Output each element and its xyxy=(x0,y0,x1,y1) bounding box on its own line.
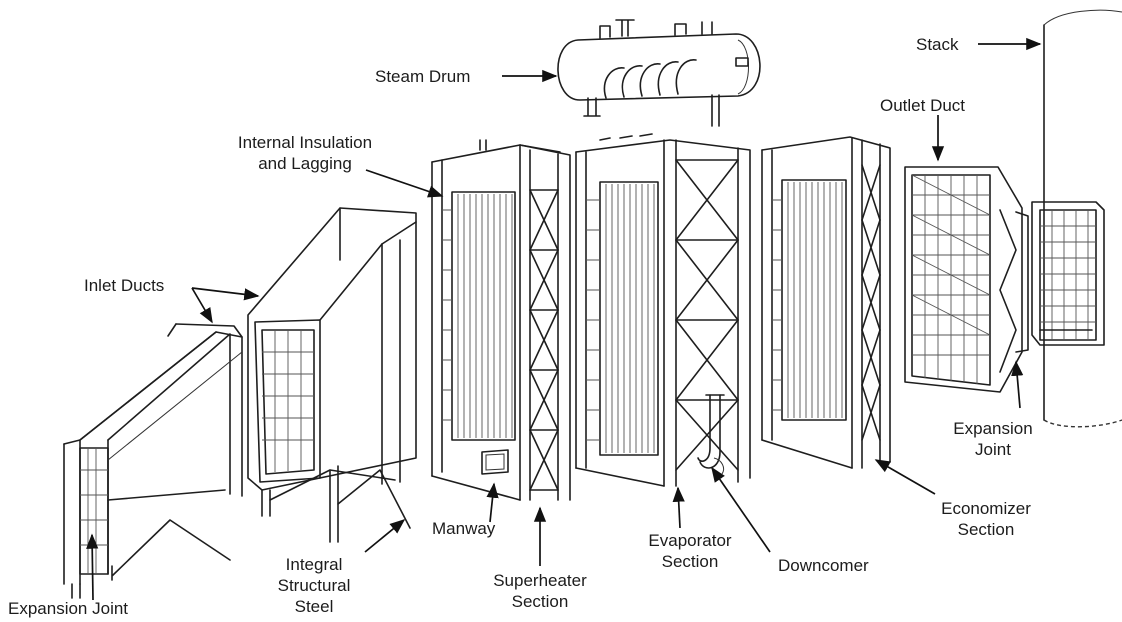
label-economizer-line1: Economizer xyxy=(941,499,1031,518)
label-expansion-joint-left: Expansion Joint xyxy=(8,599,129,618)
label-superheater-line1: Superheater xyxy=(493,571,587,590)
stack xyxy=(1043,9,1122,428)
stack-inlet-transition xyxy=(1031,201,1105,346)
label-integral-line2: Structural xyxy=(277,576,351,595)
label-manway: Manway xyxy=(432,519,496,538)
label-internal-insulation: Internal Insulation and Lagging xyxy=(212,132,398,174)
label-expansion-joint-right-line2: Joint xyxy=(975,440,1011,459)
label-internal-insulation-line2: and Lagging xyxy=(258,154,352,173)
inlet-duct-small xyxy=(63,323,243,599)
label-integral-structural-steel: Integral Structural Steel xyxy=(266,554,362,617)
label-outlet-duct: Outlet Duct xyxy=(880,96,966,115)
label-superheater-line2: Section xyxy=(511,592,569,611)
label-superheater-section: Superheater Section xyxy=(488,570,592,612)
economizer-module xyxy=(761,136,891,469)
label-downcomer: Downcomer xyxy=(778,556,869,575)
label-inlet-ducts: Inlet Ducts xyxy=(84,276,165,295)
label-steam-drum: Steam Drum xyxy=(375,67,471,86)
label-internal-insulation-line1: Internal Insulation xyxy=(237,133,373,152)
leader-arrows xyxy=(86,37,1042,601)
evaporator-module xyxy=(575,133,751,487)
label-evaporator-line2: Section xyxy=(661,552,719,571)
outlet-duct xyxy=(904,166,1029,393)
label-expansion-joint-right-line1: Expansion xyxy=(953,419,1033,438)
label-stack: Stack xyxy=(916,35,959,54)
superheater-module xyxy=(431,139,571,501)
steam-drum xyxy=(557,19,761,127)
label-evaporator-section: Evaporator Section xyxy=(640,530,740,572)
label-expansion-joint-right: Expansion Joint xyxy=(952,418,1034,460)
label-integral-line1: Integral xyxy=(285,555,343,574)
inlet-duct-large xyxy=(247,207,417,543)
label-economizer-line2: Section xyxy=(957,520,1015,539)
label-evaporator-line1: Evaporator xyxy=(648,531,732,550)
label-integral-line3: Steel xyxy=(294,597,334,616)
label-economizer-section: Economizer Section xyxy=(934,498,1038,540)
